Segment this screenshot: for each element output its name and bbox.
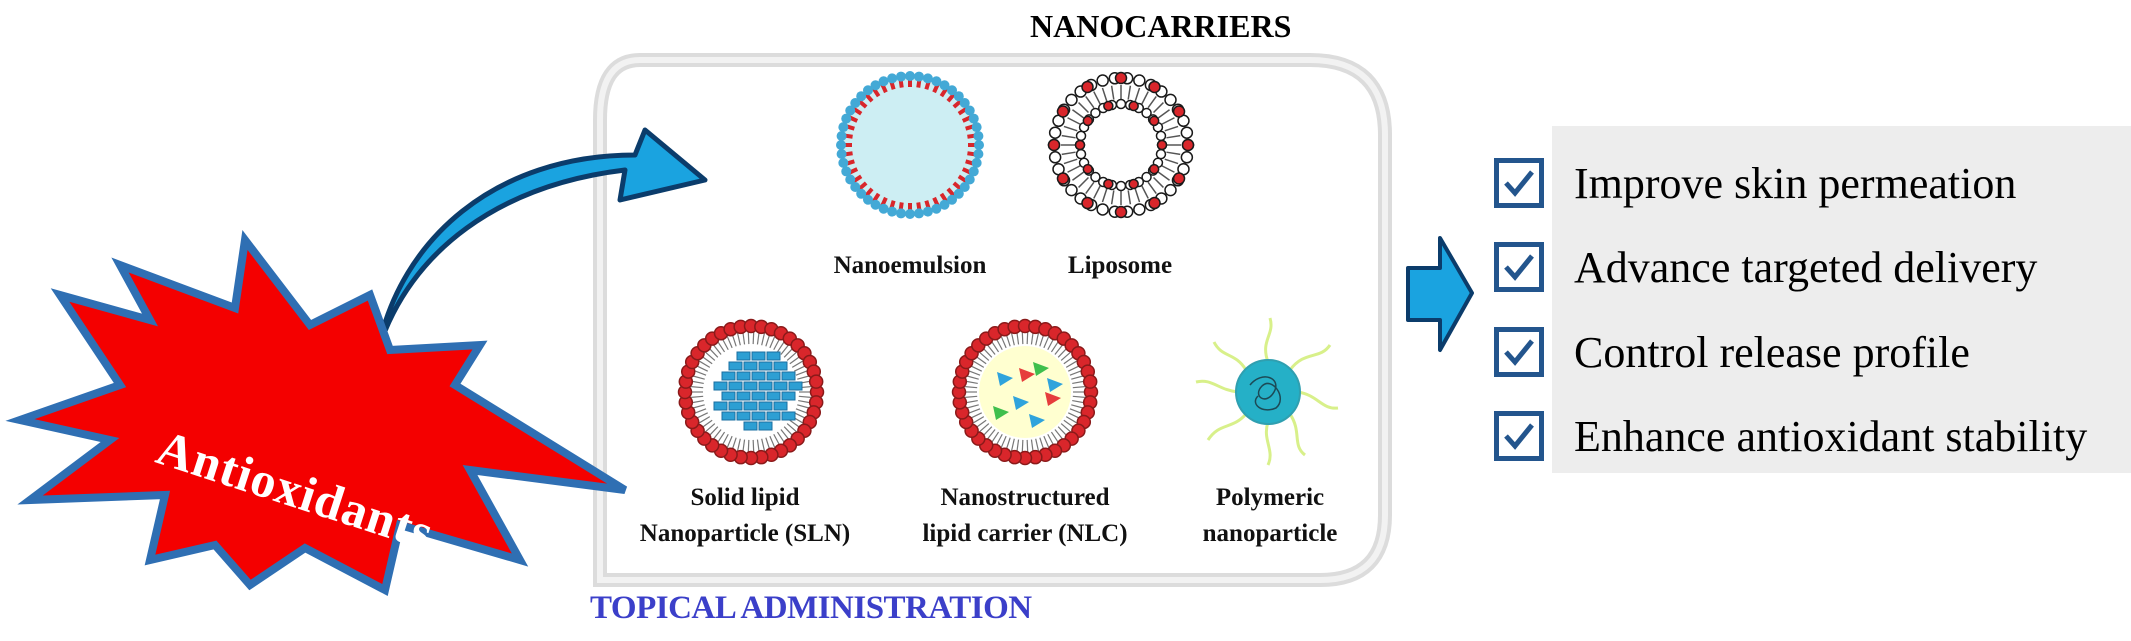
liposome-label-line: Liposome <box>1067 252 1173 279</box>
sln-label: Solid lipid Nanoparticle (SLN) <box>610 480 880 552</box>
nlc-label-line-2: lipid carrier (NLC) <box>922 520 1128 547</box>
benefit-item: Control release profile <box>1494 317 1970 387</box>
polymeric-label-line-2: nanoparticle <box>1202 520 1338 547</box>
nanoemulsion-label: Nanoemulsion <box>800 248 1020 284</box>
benefit-item: Enhance antioxidant stability <box>1494 401 2087 471</box>
nanoemulsion-icon <box>836 71 984 219</box>
benefits-panel <box>1552 126 2131 473</box>
result-arrow-icon <box>1406 236 1474 352</box>
topical-administration-label: TOPICAL ADMINISTRATION <box>590 590 1032 626</box>
sln-icon <box>677 318 825 466</box>
benefit-item: Advance targeted delivery <box>1494 232 2037 302</box>
liposome-label: Liposome <box>1030 248 1210 284</box>
benefit-text: Enhance antioxidant stability <box>1574 411 2088 461</box>
benefit-text: Improve skin permeation <box>1574 158 2017 208</box>
nanoemulsion-label-line: Nanoemulsion <box>833 252 987 279</box>
liposome-icon <box>1047 71 1195 219</box>
antioxidants-burst-icon <box>5 230 628 596</box>
sln-label-line-2: Nanoparticle (SLN) <box>639 520 851 547</box>
nlc-icon <box>951 318 1099 466</box>
polymeric-nanoparticle-icon <box>1195 317 1339 466</box>
nanocarrier-frame <box>593 53 1392 587</box>
checkbox-checked-icon <box>1494 158 1544 208</box>
checkbox-checked-icon <box>1494 411 1544 461</box>
checkbox-checked-icon <box>1494 242 1544 292</box>
nlc-label: Nanostructured lipid carrier (NLC) <box>890 480 1160 552</box>
benefit-text: Control release profile <box>1574 327 1970 377</box>
polymeric-label: Polymeric nanoparticle <box>1170 480 1370 552</box>
curved-arrow-icon <box>375 127 708 353</box>
benefit-text: Advance targeted delivery <box>1574 242 2038 292</box>
nanocarriers-title: NANOCARRIERS <box>1030 8 1292 44</box>
benefit-item: Improve skin permeation <box>1494 148 2016 218</box>
checkbox-checked-icon <box>1494 327 1544 377</box>
nlc-label-line-1: Nanostructured <box>940 484 1110 511</box>
polymeric-label-line-1: Polymeric <box>1215 484 1325 511</box>
sln-label-line-1: Solid lipid <box>690 484 800 511</box>
